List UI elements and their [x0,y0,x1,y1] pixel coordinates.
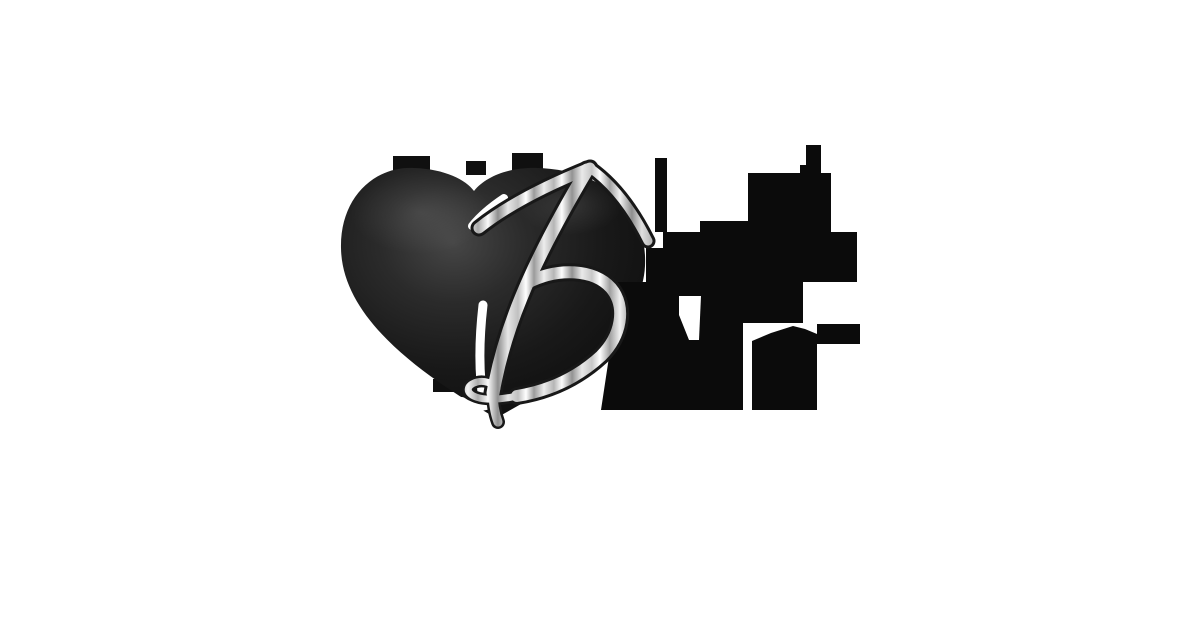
script-marks [601,145,860,410]
pixel-bump [512,153,543,171]
mark-vertical-bar [655,158,667,232]
b-stem-tip [488,385,503,427]
mark-tall-block [748,145,831,232]
mark-bottom-right-mass [752,326,817,410]
b-stem [486,163,594,400]
letter-b-monogram [458,159,656,429]
mark-right-bar [817,324,860,344]
b-bowl [511,266,627,402]
b-tail [585,163,653,246]
mark-middle-band [617,221,857,323]
mark-white-notch [679,296,701,340]
b-metal-strokes [464,162,653,427]
b-curl [464,377,521,403]
pixel-bump [393,156,430,172]
pixel-bump [466,161,486,175]
heart-gloss-highlight [350,170,490,254]
mark-bottom-left-mass [601,323,743,410]
b-swash [473,162,596,234]
